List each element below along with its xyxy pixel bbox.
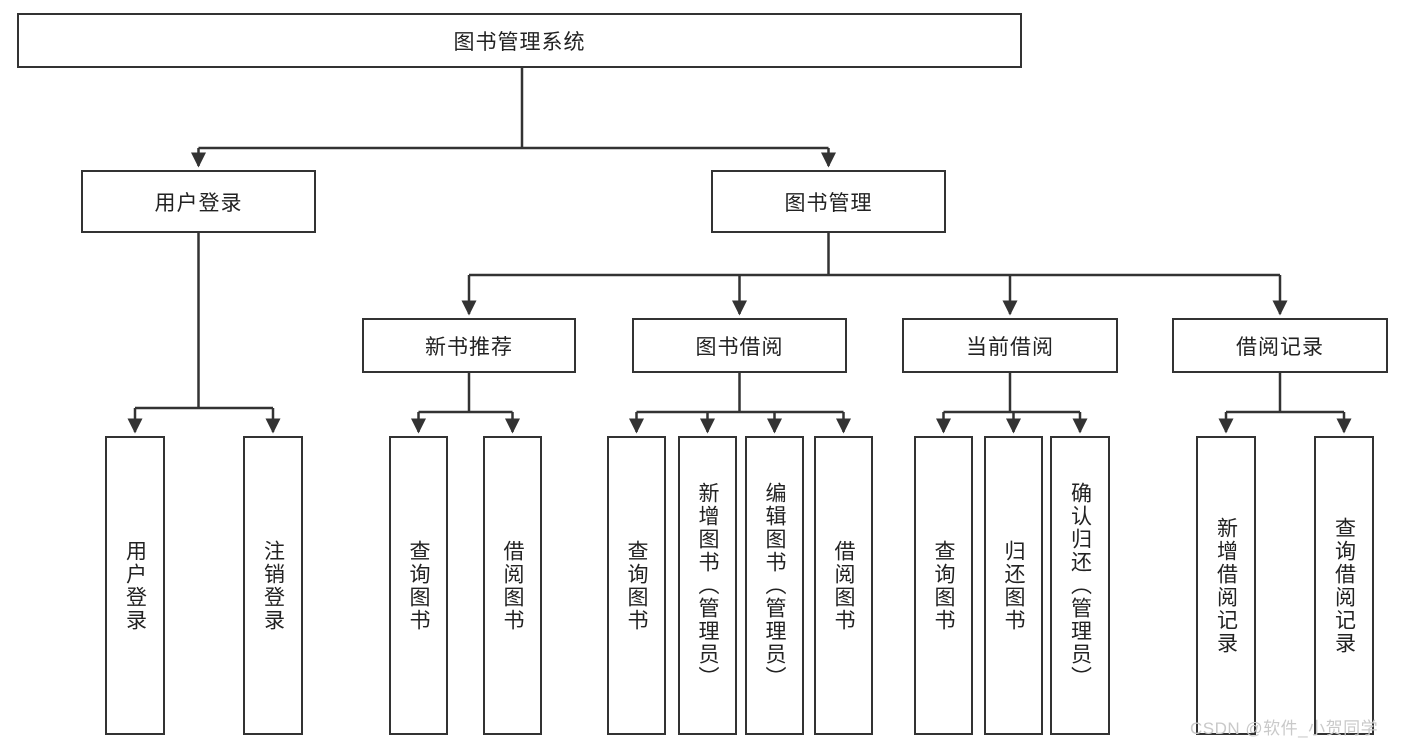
node-leaf-query-record-label: 查询借阅记录 (1332, 516, 1356, 655)
node-user-login[interactable]: 用户登录 (81, 170, 316, 233)
node-root[interactable]: 图书管理系统 (17, 13, 1022, 68)
node-leaf-query-book-1-label: 查询图书 (407, 539, 430, 632)
node-leaf-borrow-book-2[interactable]: 借阅图书 (814, 436, 873, 735)
node-current-borrow-label: 当前借阅 (966, 335, 1054, 359)
node-leaf-query-book-3[interactable]: 查询图书 (914, 436, 973, 735)
node-leaf-confirm-return[interactable]: 确认归还（管理员） (1050, 436, 1110, 735)
node-book-manage[interactable]: 图书管理 (711, 170, 946, 233)
node-leaf-borrow-book-2-label: 借阅图书 (832, 539, 855, 632)
node-leaf-query-record[interactable]: 查询借阅记录 (1314, 436, 1374, 735)
node-leaf-confirm-return-label: 确认归还（管理员） (1068, 482, 1092, 689)
node-book-borrow[interactable]: 图书借阅 (632, 318, 847, 373)
node-leaf-query-book-3-label: 查询图书 (932, 539, 955, 632)
node-leaf-add-book-label: 新增图书（管理员） (696, 482, 719, 689)
node-leaf-edit-book-label: 编辑图书（管理员） (763, 482, 786, 689)
node-leaf-add-record[interactable]: 新增借阅记录 (1196, 436, 1256, 735)
node-book-borrow-label: 图书借阅 (695, 335, 784, 359)
node-new-book-rec[interactable]: 新书推荐 (362, 318, 576, 373)
node-borrow-record-label: 借阅记录 (1236, 335, 1324, 359)
node-leaf-query-book-2[interactable]: 查询图书 (607, 436, 666, 735)
node-leaf-query-book-2-label: 查询图书 (625, 539, 648, 632)
node-leaf-return-book-label: 归还图书 (1002, 539, 1025, 632)
node-leaf-user-login-label: 用户登录 (123, 539, 147, 632)
node-new-book-rec-label: 新书推荐 (425, 335, 513, 359)
node-leaf-edit-book[interactable]: 编辑图书（管理员） (745, 436, 804, 735)
node-book-manage-label: 图书管理 (784, 191, 873, 215)
node-leaf-borrow-book-1-label: 借阅图书 (501, 539, 524, 632)
node-leaf-borrow-book-1[interactable]: 借阅图书 (483, 436, 542, 735)
csdn-watermark: CSDN @软件_小贺同学 (1190, 719, 1379, 738)
node-leaf-add-book[interactable]: 新增图书（管理员） (678, 436, 737, 735)
node-leaf-user-login[interactable]: 用户登录 (105, 436, 165, 735)
node-current-borrow[interactable]: 当前借阅 (902, 318, 1118, 373)
node-leaf-return-book[interactable]: 归还图书 (984, 436, 1043, 735)
node-root-label: 图书管理系统 (453, 30, 586, 54)
node-user-login-label: 用户登录 (154, 191, 243, 215)
node-borrow-record[interactable]: 借阅记录 (1172, 318, 1388, 373)
node-leaf-add-record-label: 新增借阅记录 (1214, 516, 1238, 655)
node-leaf-query-book-1[interactable]: 查询图书 (389, 436, 448, 735)
node-leaf-logout-label: 注销登录 (261, 539, 285, 632)
node-leaf-logout[interactable]: 注销登录 (243, 436, 303, 735)
